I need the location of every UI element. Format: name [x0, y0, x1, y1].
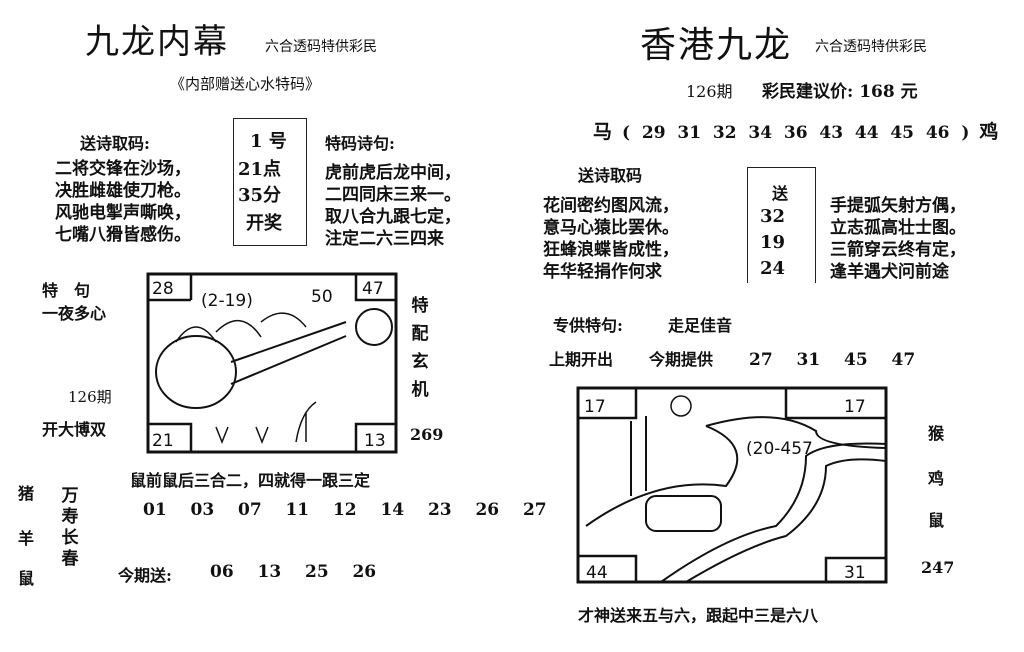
range-start: 马 — [593, 121, 613, 143]
offer-row: 上期开出 今期提供 27 31 45 47 — [549, 346, 915, 370]
sketch-scribble: 50 — [311, 287, 333, 307]
poem-line: 三箭穿云终有定， — [830, 240, 966, 260]
side-label: 特配玄机 — [411, 296, 429, 400]
send-numbers: 06 13 25 26 — [210, 562, 377, 582]
left-hint: 开大博双 — [42, 420, 107, 439]
poem-line: 注定二六三四来 — [325, 229, 444, 249]
sketch-scribble: (2-19) — [201, 291, 253, 311]
poem-line: 逢羊遇犬问前途 — [830, 262, 949, 282]
right-subtitle: 六合透码特供彩民 — [815, 39, 927, 55]
poem-line: 七嘴八猾皆感伤。 — [55, 225, 191, 245]
right-title: 香港九龙 — [640, 25, 793, 66]
blessing: 万寿长春 — [61, 486, 79, 569]
poem-line: 虎前虎后龙中间， — [325, 163, 461, 183]
zodiac-monkey: 猴 — [928, 424, 945, 443]
special-poem-label: 特码诗句: — [325, 134, 395, 153]
poem-line: 二四同床三来一。 — [325, 185, 461, 205]
zodiac-sheep: 羊 — [18, 529, 35, 548]
left-issue: 126期 — [68, 388, 112, 406]
send-box-label: 送 — [772, 184, 789, 203]
right-sketch: 17 17 44 31 (20-457 — [576, 386, 888, 584]
last-label: 上期开出 — [549, 350, 614, 369]
sketch-corner-tr: 47 — [362, 279, 384, 299]
offer-label: 今期提供 — [649, 350, 714, 369]
send-box-number: 24 — [760, 258, 786, 279]
zodiac-rat: 鼠 — [928, 511, 945, 530]
right-poem-left: 花间密约图风流， 意马心猿比罢休。 狂蜂浪蝶皆成性， 年华轻捐作何求 — [543, 195, 679, 283]
left-sketch: 28 47 21 13 (2-19) 50 — [146, 272, 398, 454]
left-numbers: 01 03 07 11 12 14 23 26 27 — [143, 500, 547, 520]
right-poem-right: 手提弧矢射方偶， 立志孤高壮士图。 三箭穿云终有定， 逢羊遇犬问前途 — [830, 195, 966, 283]
poem-line: 手提弧矢射方偶， — [830, 196, 966, 216]
right-footer: 才神送来五与六，跟起中三是六八 — [578, 606, 819, 625]
zodiac-pig: 猪 — [18, 484, 35, 503]
sketch-corner-bl: 21 — [152, 431, 174, 451]
draw-time-box: 1 号 21点 35分 开奖 — [233, 118, 307, 246]
left-subtitle: 六合透码特供彩民 — [265, 39, 377, 55]
range-row: 马 ( 29 31 32 34 36 43 44 45 46 ) 鸡 — [593, 117, 998, 144]
send-box-number: 19 — [760, 232, 786, 253]
sketch-corner-tr: 17 — [844, 397, 866, 417]
poem-line: 立志孤高壮士图。 — [830, 218, 966, 238]
price: 彩民建议价: 168 元 — [762, 82, 918, 102]
range-numbers: ( 29 31 32 34 36 43 44 45 46 ) — [622, 123, 970, 143]
zodiac-rooster: 鸡 — [928, 469, 945, 488]
sketch-scribble: (20-457 — [746, 439, 813, 459]
draw-minute: 35分 — [238, 185, 282, 206]
sketch-corner-bl: 44 — [586, 563, 608, 583]
poem-line: 年华轻捐作何求 — [543, 262, 662, 282]
poem-line: 取八合九跟七定， — [325, 207, 461, 227]
left-banner: 《内部赠送心水特码》 — [170, 75, 321, 93]
te-ju-label: 特 句 — [42, 281, 91, 300]
poem-line: 决胜雌雄使刀枪。 — [55, 181, 191, 201]
draw-number: 1 号 — [250, 131, 287, 152]
te-ju-value: 一夜多心 — [42, 304, 107, 323]
draw-label: 开奖 — [246, 213, 282, 234]
sketch-corner-br: 13 — [364, 431, 386, 451]
send-box: 送 32 19 24 — [747, 167, 816, 283]
poem-line: 狂蜂浪蝶皆成性， — [543, 240, 679, 260]
special-poem: 虎前虎后龙中间， 二四同床三来一。 取八合九跟七定， 注定二六三四来 — [325, 162, 461, 250]
poem-line: 二将交锋在沙场， — [55, 159, 191, 179]
right-poem-label: 送诗取码 — [578, 166, 643, 185]
sketch-corner-tl: 17 — [584, 397, 606, 417]
send-label: 今期送: — [118, 566, 172, 585]
special-value: 走足佳音 — [668, 316, 733, 335]
send-box-number: 32 — [760, 206, 786, 227]
left-poem: 二将交锋在沙场， 决胜雌雄使刀枪。 风驰电掣声嘶唤， 七嘴八猾皆感伤。 — [55, 158, 191, 246]
right-side-number: 247 — [921, 558, 955, 577]
left-title: 九龙内幕 — [85, 22, 229, 62]
range-end: 鸡 — [979, 121, 999, 143]
left-poem-label: 送诗取码: — [80, 134, 150, 153]
right-issue: 126期 — [686, 82, 733, 101]
special-label: 专供特句: — [553, 316, 623, 335]
sketch-corner-br: 31 — [844, 563, 866, 583]
poem-line: 花间密约图风流， — [543, 196, 679, 216]
zodiac-rat: 鼠 — [18, 569, 35, 588]
offer-numbers: 27 31 45 47 — [749, 350, 916, 370]
left-side-number: 269 — [410, 425, 444, 444]
poem-line: 意马心猿比罢休。 — [543, 218, 679, 238]
rhyme: 鼠前鼠后三合二，四就得一跟三定 — [130, 471, 371, 490]
sketch-corner-tl: 28 — [152, 279, 174, 299]
poem-line: 风驰电掣声嘶唤， — [55, 203, 191, 223]
draw-hour: 21点 — [238, 159, 282, 180]
